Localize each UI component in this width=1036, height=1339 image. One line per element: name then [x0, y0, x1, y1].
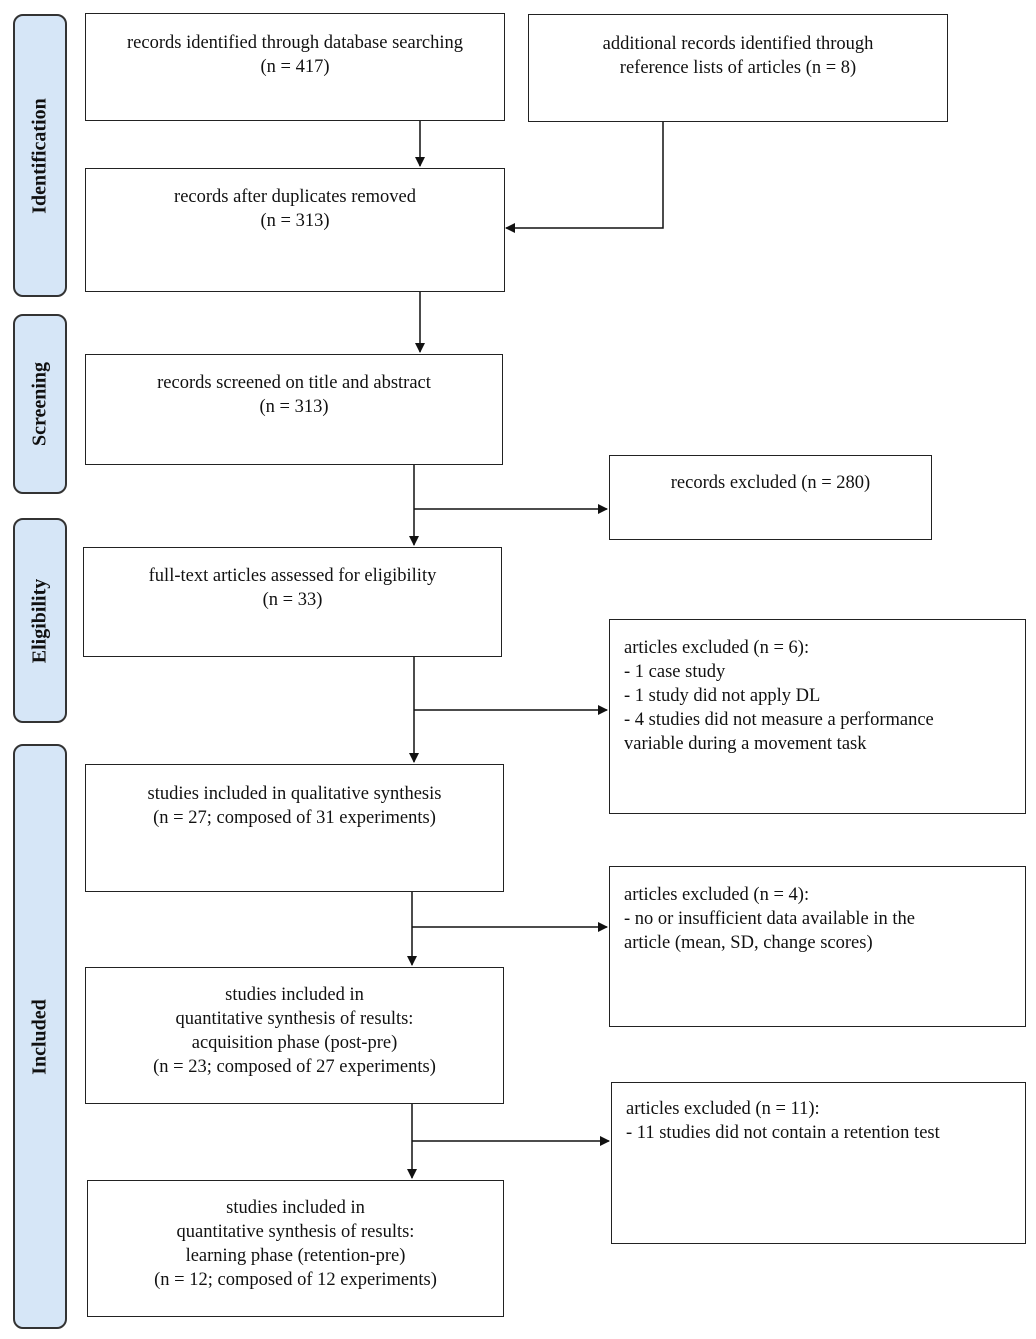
box-text-line: acquisition phase (post-pre) [191, 1033, 398, 1053]
box-text-line: quantitative synthesis of results: [176, 1222, 415, 1242]
box-text-line: studies included in [226, 1198, 365, 1218]
phase-included: Included [13, 744, 67, 1329]
box-text-line: studies included in qualitative synthesi… [147, 784, 442, 804]
phase-screening: Screening [13, 314, 67, 494]
box-text-line: articles excluded (n = 6): [624, 638, 810, 658]
box-articles-excluded-6: articles excluded (n = 6): - 1 case stud… [609, 619, 1026, 814]
box-text-line: - 1 study did not apply DL [624, 686, 821, 706]
box-text-line: (n = 313) [260, 211, 330, 231]
box-text-line: articles excluded (n = 4): [624, 885, 810, 905]
box-database-search: records identified through database sear… [85, 13, 505, 121]
box-text-line: full-text articles assessed for eligibil… [148, 566, 437, 586]
box-text-line: article (mean, SD, change scores) [624, 933, 873, 953]
box-acquisition: studies included in quantitative synthes… [85, 967, 504, 1104]
box-text-line: - 4 studies did not measure a performanc… [624, 710, 934, 730]
box-articles-excluded-4: articles excluded (n = 4): - no or insuf… [609, 866, 1026, 1027]
box-qualitative: studies included in qualitative synthesi… [85, 764, 504, 892]
box-text-line: articles excluded (n = 11): [626, 1099, 820, 1119]
phase-identification: Identification [13, 14, 67, 297]
box-text-line: - 1 case study [624, 662, 726, 682]
box-text-line: records screened on title and abstract [157, 373, 431, 393]
box-text-line: records after duplicates removed [174, 187, 416, 207]
box-text-line: reference lists of articles (n = 8) [619, 58, 857, 78]
arrow-references-to-duplicates [505, 122, 664, 233]
box-full-text: full-text articles assessed for eligibil… [83, 547, 502, 657]
box-text-line: learning phase (retention-pre) [185, 1246, 406, 1266]
box-duplicates-removed: records after duplicates removed (n = 31… [85, 168, 505, 292]
box-text-line: (n = 12; composed of 12 experiments) [154, 1270, 437, 1290]
box-reference-lists: additional records identified through re… [528, 14, 948, 122]
box-text-line: studies included in [225, 985, 364, 1005]
box-text-line: quantitative synthesis of results: [175, 1009, 414, 1029]
box-learning: studies included in quantitative synthes… [87, 1180, 504, 1317]
box-screened: records screened on title and abstract (… [85, 354, 503, 465]
phase-eligibility: Eligibility [13, 518, 67, 723]
box-text-line: (n = 33) [262, 590, 323, 610]
box-text-line: variable during a movement task [624, 734, 867, 754]
box-text-line: - no or insufficient data available in t… [624, 909, 915, 929]
box-text-line: records excluded (n = 280) [670, 473, 871, 493]
box-text-line: (n = 417) [260, 57, 330, 77]
box-records-excluded: records excluded (n = 280) [609, 455, 932, 540]
box-articles-excluded-11: articles excluded (n = 11): - 11 studies… [611, 1082, 1026, 1244]
box-text-line: - 11 studies did not contain a retention… [626, 1123, 940, 1143]
box-text-line: records identified through database sear… [127, 33, 463, 53]
box-text-line: (n = 313) [259, 397, 329, 417]
box-text-line: additional records identified through [602, 34, 874, 54]
box-text-line: (n = 27; composed of 31 experiments) [153, 808, 436, 828]
box-text-line: (n = 23; composed of 27 experiments) [153, 1057, 436, 1077]
